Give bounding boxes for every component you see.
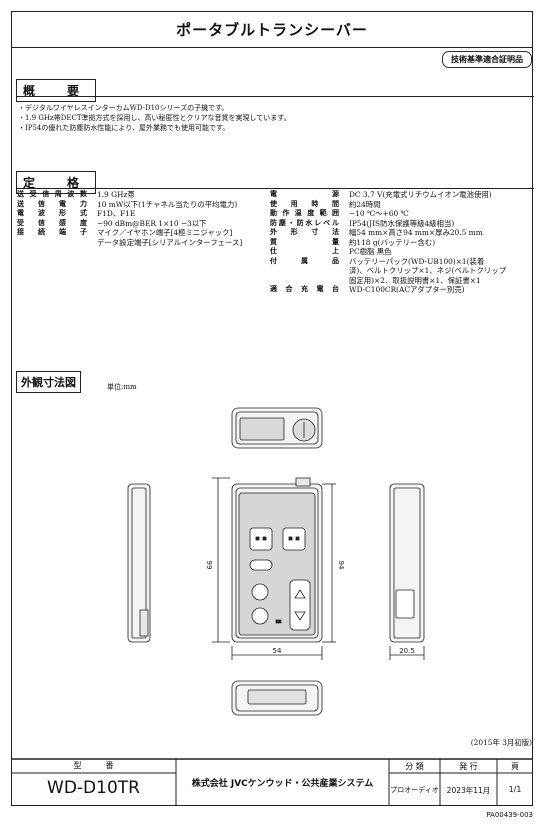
spec-row: 適合充電台 WD-C100CR(ACアダプター別売)	[270, 285, 506, 295]
spec-value: バッテリーパック(WD-UB100)×1(装着	[349, 256, 485, 266]
date-header: 発 行	[459, 762, 478, 771]
unit-label: 単位:mm	[107, 383, 137, 391]
dimensions-heading: 外観寸法図	[16, 371, 81, 393]
spec-label: 受信感度	[17, 218, 87, 227]
front-view	[212, 477, 336, 660]
spec-row: 外形寸法 幅54 mm×高さ94 mm×厚み20.5 mm	[270, 228, 506, 238]
spec-row: 接続端子 マイク／イヤホン端子[4極ミニジャック]	[17, 228, 242, 238]
spec-row: 使用時間 約24時間	[270, 200, 506, 210]
bullet-item: ・デジタルワイヤレスインターカムWD-D10シリーズの子機です。	[18, 104, 229, 112]
spec-label: 付属品	[270, 256, 339, 265]
model-header: 型 番	[73, 761, 114, 770]
spec-value: F1D、F1E	[97, 209, 136, 218]
width-dimension-label: 54	[273, 647, 282, 655]
date-value: 2023年11月	[446, 786, 491, 795]
overview-bullets: ・デジタルワイヤレスインターカムWD-D10シリーズの子機です。 ・1.9 GH…	[18, 103, 291, 133]
class-header: 分 類	[405, 762, 424, 771]
bottom-view	[231, 680, 323, 716]
specs-divider	[16, 188, 534, 189]
spec-row: 受信感度 −90 dBm@BER 1×10 −3以下	[17, 219, 242, 229]
spec-value: マイク／イヤホン端子[4極ミニジャック]	[97, 228, 233, 237]
title-bar: ポータブルトランシーバー	[12, 12, 532, 48]
spec-label: 仕上	[270, 247, 339, 255]
specs-heading: 定 格	[16, 171, 96, 194]
inner-height-dimension-label: 94	[337, 561, 345, 570]
spec-label: 質量	[270, 237, 339, 246]
spec-row: 電波形式 F1D、F1E	[17, 209, 242, 219]
spec-value: −90 dBm@BER 1×10 −3以下	[97, 218, 207, 228]
spec-value: 固定用)×2、取扱説明書×1、保証書×1	[349, 275, 481, 285]
edition-note: (2015年 3月初版)	[470, 738, 532, 747]
spec-label: 適合充電台	[270, 285, 339, 293]
spec-row: 送信電力 10 mW以下(1チャネル当たりの平均電力)	[17, 200, 242, 210]
spec-label: 防塵・防水レベル	[270, 218, 339, 227]
spec-sheet: ポータブルトランシーバー	[11, 11, 533, 806]
spec-row: 質量 約118 g(バッテリー含む)	[270, 238, 506, 248]
page-title: ポータブルトランシーバー	[176, 21, 368, 39]
top-view	[231, 407, 323, 449]
spec-label: 接続端子	[17, 228, 87, 236]
spec-label: 使用時間	[270, 199, 339, 208]
spec-value: データ設定端子[シリアルインターフェース]	[97, 237, 243, 247]
spec-value: −10 ℃〜+60 ℃	[349, 209, 409, 218]
overview-divider	[16, 96, 534, 97]
spec-value: 1.9 GHz帯	[97, 190, 135, 199]
spec-label: 電源	[270, 190, 339, 198]
spec-value: IP54(JIS防水保護等級4級相当)	[349, 218, 455, 228]
spec-value: PC樹脂 黒色	[349, 247, 392, 256]
depth-dimension-label: 20.5	[399, 647, 415, 655]
spec-row: 動作温度範囲 −10 ℃〜+60 ℃	[270, 209, 506, 219]
spec-value: 10 mW以下(1チャネル当たりの平均電力)	[97, 199, 238, 209]
spec-table-right: 電源 DC 3.7 V(充電式リチウムイオン電池使用) 使用時間 約24時間 動作温…	[270, 190, 506, 295]
spec-label: 電波形式	[17, 209, 87, 217]
spec-row: 付属品 バッテリーパック(WD-UB100)×1(装着	[270, 257, 506, 267]
height-dimension-label: 99	[205, 561, 213, 570]
spec-value: 約24時間	[349, 199, 381, 209]
overview-heading: 概 要	[16, 79, 96, 102]
spec-label: 送信電力	[17, 199, 87, 208]
model-number: WD-D10TR	[47, 778, 140, 798]
document-number: PA00439-003	[486, 811, 533, 819]
cert-badge: 技術基準適合証明品	[442, 51, 532, 68]
spec-label: 送受信周波数	[17, 190, 87, 198]
spec-table-left: 送受信周波数 1.9 GHz帯 送信電力 10 mW以下(1チャネル当たりの平均電力…	[17, 190, 242, 247]
right-side-view	[389, 483, 425, 660]
spec-value: 済)、ベルトクリップ×1、ネジ(ベルトクリップ	[349, 266, 507, 275]
bullet-item: ・IP54の優れた防塵防水性能により、屋外業務でも使用可能です。	[18, 124, 230, 132]
page-header: 頁	[511, 762, 519, 771]
spec-row: 固定用)×2、取扱説明書×1、保証書×1	[270, 276, 506, 286]
spec-label: 動作温度範囲	[270, 209, 339, 217]
spec-row: 送受信周波数 1.9 GHz帯	[17, 190, 242, 200]
spec-value: 幅54 mm×高さ94 mm×厚み20.5 mm	[349, 228, 483, 237]
bullet-item: ・1.9 GHz帯DECT準拠方式を採用し、高い秘匿性とクリアな音質を実現してい…	[18, 114, 291, 122]
spec-row: 仕上 PC樹脂 黒色	[270, 247, 506, 257]
spec-row: データ設定端子[シリアルインターフェース]	[17, 238, 242, 248]
spec-label: 外形寸法	[270, 228, 339, 236]
company-name: 株式会社 JVCケンウッド・公共産業システム	[191, 779, 374, 789]
spec-row: 済)、ベルトクリップ×1、ネジ(ベルトクリップ	[270, 266, 506, 276]
left-side-view	[127, 483, 151, 643]
spec-value: WD-C100CR(ACアダプター別売)	[349, 285, 465, 294]
spec-value: 約118 g(バッテリー含む)	[349, 237, 436, 247]
spec-value: DC 3.7 V(充電式リチウムイオン電池使用)	[349, 190, 492, 199]
spec-row: 電源 DC 3.7 V(充電式リチウムイオン電池使用)	[270, 190, 506, 200]
spec-row: 防塵・防水レベル IP54(JIS防水保護等級4級相当)	[270, 219, 506, 229]
page-value: 1/1	[508, 785, 522, 794]
class-value: プロオーディオ	[390, 786, 439, 794]
